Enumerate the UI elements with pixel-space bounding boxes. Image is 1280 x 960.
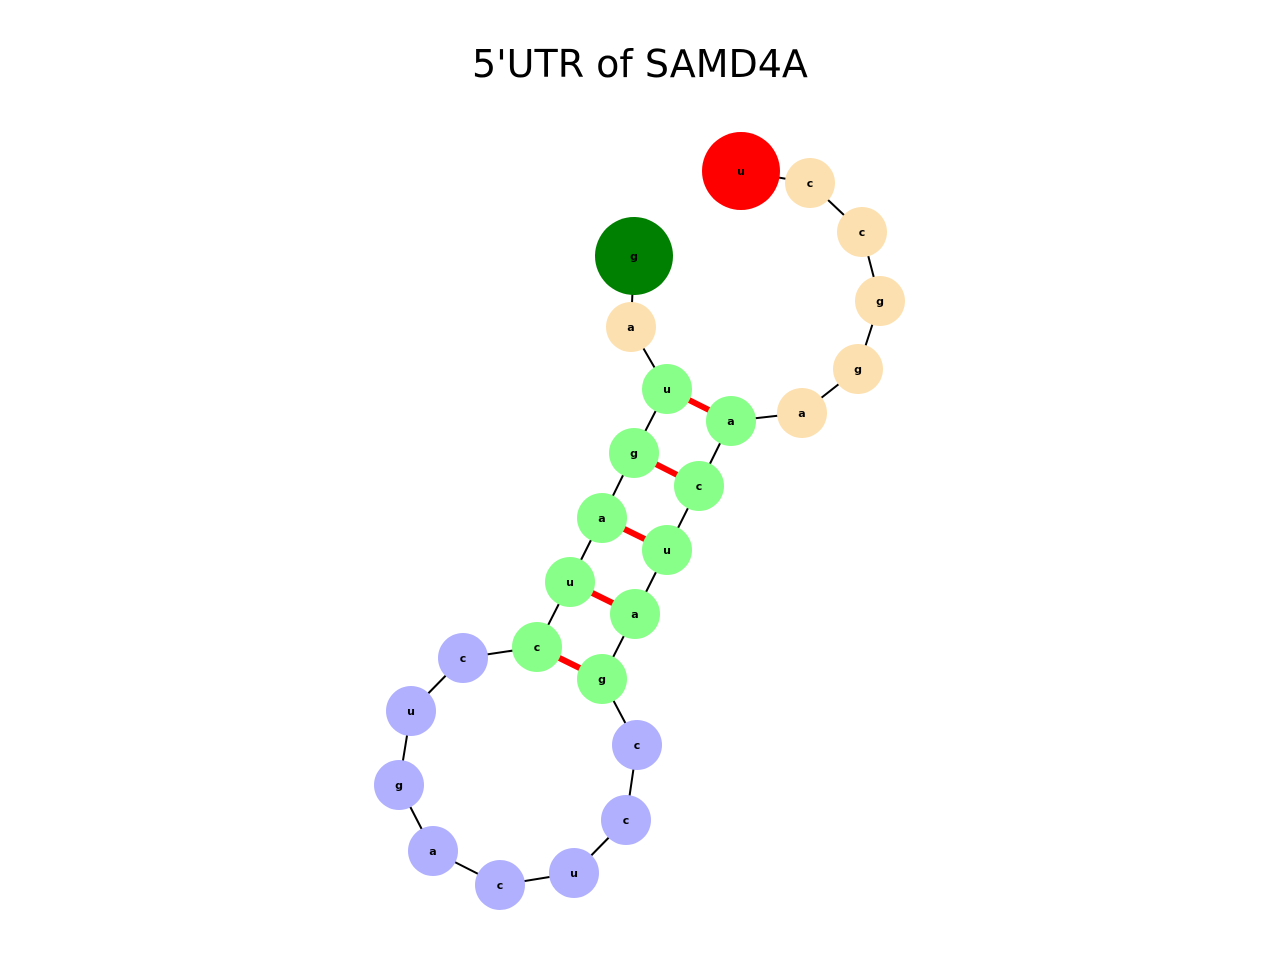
nucleotide-label: u xyxy=(570,867,578,880)
nucleotide-circle xyxy=(674,461,724,511)
nucleotide-circle xyxy=(606,302,656,352)
nucleotide-circle xyxy=(577,493,627,543)
nucleotide-label: g xyxy=(854,363,862,376)
nucleotide-node: a xyxy=(606,302,656,352)
nucleotide-label: c xyxy=(807,177,814,190)
nucleotide-label: c xyxy=(534,641,541,654)
nucleotide-label: c xyxy=(859,226,866,239)
nucleotide-node: c xyxy=(785,158,835,208)
nucleotide-node: u xyxy=(642,525,692,575)
nucleotide-label: g xyxy=(630,250,638,263)
nucleotide-node: u xyxy=(642,364,692,414)
nucleotide-node: c xyxy=(438,633,488,683)
nucleotide-layer: g a u g a u c c u g a c u c c g a u c a a g g c c u xyxy=(374,132,905,910)
nucleotide-circle xyxy=(609,428,659,478)
nucleotide-circle xyxy=(702,132,780,210)
nucleotide-circle xyxy=(777,388,827,438)
nucleotide-node: a xyxy=(777,388,827,438)
nucleotide-label: u xyxy=(663,544,671,557)
nucleotide-node: c xyxy=(674,461,724,511)
nucleotide-label: u xyxy=(407,705,415,718)
nucleotide-circle xyxy=(512,622,562,672)
nucleotide-node: g xyxy=(374,760,424,810)
nucleotide-node: a xyxy=(577,493,627,543)
nucleotide-circle xyxy=(855,276,905,326)
nucleotide-circle xyxy=(595,217,673,295)
nucleotide-label: a xyxy=(798,407,805,420)
nucleotide-circle xyxy=(837,207,887,257)
nucleotide-node: g xyxy=(595,217,673,295)
nucleotide-circle xyxy=(386,686,436,736)
nucleotide-node: a xyxy=(706,396,756,446)
nucleotide-circle xyxy=(642,364,692,414)
nucleotide-circle xyxy=(706,396,756,446)
nucleotide-label: g xyxy=(630,447,638,460)
nucleotide-circle xyxy=(408,826,458,876)
nucleotide-node: c xyxy=(475,860,525,910)
nucleotide-circle xyxy=(610,589,660,639)
nucleotide-label: a xyxy=(631,608,638,621)
nucleotide-label: a xyxy=(598,512,605,525)
nucleotide-circle xyxy=(612,720,662,770)
nucleotide-node: u xyxy=(545,557,595,607)
nucleotide-circle xyxy=(475,860,525,910)
nucleotide-node: c xyxy=(837,207,887,257)
nucleotide-node: g xyxy=(855,276,905,326)
nucleotide-node: g xyxy=(609,428,659,478)
nucleotide-label: g xyxy=(598,673,606,686)
chart-title: 5'UTR of SAMD4A xyxy=(472,42,808,86)
nucleotide-label: a xyxy=(627,321,634,334)
nucleotide-node: g xyxy=(577,654,627,704)
nucleotide-circle xyxy=(577,654,627,704)
nucleotide-circle xyxy=(438,633,488,683)
nucleotide-node: u xyxy=(549,848,599,898)
nucleotide-circle xyxy=(785,158,835,208)
nucleotide-label: c xyxy=(460,652,467,665)
nucleotide-circle xyxy=(374,760,424,810)
nucleotide-label: a xyxy=(727,415,734,428)
nucleotide-circle xyxy=(545,557,595,607)
nucleotide-node: a xyxy=(408,826,458,876)
nucleotide-label: c xyxy=(634,739,641,752)
nucleotide-label: c xyxy=(696,480,703,493)
nucleotide-label: u xyxy=(566,576,574,589)
nucleotide-node: c xyxy=(601,795,651,845)
nucleotide-node: u xyxy=(702,132,780,210)
nucleotide-label: c xyxy=(623,814,630,827)
nucleotide-circle xyxy=(833,344,883,394)
nucleotide-label: u xyxy=(737,165,745,178)
nucleotide-circle xyxy=(642,525,692,575)
nucleotide-node: u xyxy=(386,686,436,736)
nucleotide-node: c xyxy=(512,622,562,672)
nucleotide-label: g xyxy=(395,779,403,792)
nucleotide-label: u xyxy=(663,383,671,396)
nucleotide-label: g xyxy=(876,295,884,308)
nucleotide-node: g xyxy=(833,344,883,394)
nucleotide-circle xyxy=(549,848,599,898)
nucleotide-circle xyxy=(601,795,651,845)
nucleotide-label: a xyxy=(429,845,436,858)
nucleotide-node: c xyxy=(612,720,662,770)
nucleotide-node: a xyxy=(610,589,660,639)
nucleotide-label: c xyxy=(497,879,504,892)
